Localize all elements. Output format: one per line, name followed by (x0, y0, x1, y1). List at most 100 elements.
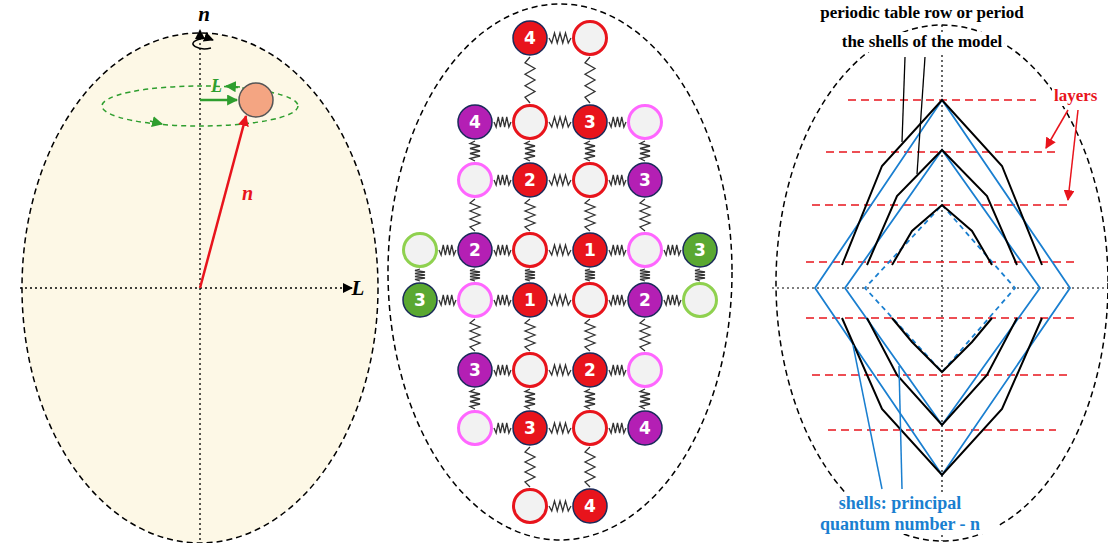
spring (470, 319, 480, 351)
lattice-site: 3 (627, 162, 663, 198)
empty-site (459, 412, 492, 445)
site-outline (513, 163, 547, 197)
spring (585, 319, 595, 351)
spring (525, 141, 535, 161)
shell-number: 3 (627, 162, 663, 198)
vector-label: n (240, 182, 255, 205)
spring (494, 117, 511, 127)
annotation: the shells of the model (840, 32, 1005, 52)
shell-number: 3 (512, 410, 548, 446)
spring (549, 33, 571, 43)
spring (494, 295, 511, 305)
lattice-site: 4 (457, 104, 493, 140)
spring (470, 389, 480, 409)
empty-site (574, 22, 607, 55)
empty-site (514, 106, 547, 139)
empty-site (404, 234, 437, 267)
spring (525, 199, 535, 231)
spring (609, 423, 626, 433)
empty-site (574, 284, 607, 317)
spring (585, 269, 595, 281)
site-outline (573, 233, 607, 267)
spring (494, 423, 511, 433)
spring (549, 501, 571, 511)
spring (549, 117, 571, 127)
empty-site (574, 412, 607, 445)
empty-site (684, 284, 717, 317)
empty-site (514, 234, 547, 267)
site-outline (573, 105, 607, 139)
shell-number: 2 (627, 282, 663, 318)
empty-site (629, 106, 662, 139)
lattice-site: 3 (682, 232, 718, 268)
empty-site (514, 354, 547, 387)
lattice-site: 2 (457, 232, 493, 268)
empty-site (459, 284, 492, 317)
shell-number: 3 (682, 232, 718, 268)
spring (664, 295, 681, 305)
lattice-site: 3 (402, 282, 438, 318)
site-outline (458, 353, 492, 387)
spring (640, 319, 650, 351)
site-outline (628, 283, 662, 317)
empty-site (514, 490, 547, 523)
lattice-panel (388, 4, 732, 540)
shell-number: 1 (572, 232, 608, 268)
shell-number: 2 (572, 352, 608, 388)
spring (609, 245, 626, 255)
lattice-site: 2 (512, 162, 548, 198)
spring (439, 245, 456, 255)
shell-number: 2 (457, 232, 493, 268)
spring (525, 269, 535, 281)
vector-label: L (209, 76, 224, 97)
spring (640, 389, 650, 409)
lattice-site: 3 (457, 352, 493, 388)
spring (585, 447, 595, 487)
lattice-site: 4 (627, 410, 663, 446)
site-outline (628, 163, 662, 197)
shell-number: 2 (512, 162, 548, 198)
shell-number: 1 (512, 282, 548, 318)
site-outline (573, 353, 607, 387)
shell-panel (772, 25, 1108, 541)
spring (585, 199, 595, 231)
empty-site (629, 354, 662, 387)
spring (439, 295, 456, 305)
empty-site (574, 164, 607, 197)
spring (609, 117, 626, 127)
site-outline (458, 233, 492, 267)
spring (549, 423, 571, 433)
spring (470, 269, 480, 281)
shell-number: 3 (457, 352, 493, 388)
spring (525, 389, 535, 409)
spring (695, 269, 705, 281)
spring (585, 57, 595, 103)
spring (585, 141, 595, 161)
shell-number: 4 (457, 104, 493, 140)
annotation: periodic table row or period (818, 3, 1025, 23)
spring (609, 365, 626, 375)
site-outline (458, 105, 492, 139)
spring (494, 365, 511, 375)
lattice-site: 3 (572, 104, 608, 140)
lattice-site: 1 (572, 232, 608, 268)
spring (549, 245, 571, 255)
site-outline (513, 21, 547, 55)
site-outline (513, 411, 547, 445)
shell-number: 4 (512, 20, 548, 56)
empty-site (629, 234, 662, 267)
spring (640, 141, 650, 161)
site-outline (628, 411, 662, 445)
spring (664, 245, 681, 255)
lattice-site: 3 (512, 410, 548, 446)
shell-number: 3 (402, 282, 438, 318)
lattice-site: 2 (572, 352, 608, 388)
lattice-site: 4 (512, 20, 548, 56)
spring (640, 199, 650, 231)
spring (640, 269, 650, 281)
site-outline (573, 489, 607, 523)
annotation: layers (1052, 86, 1099, 106)
shell-number: 4 (572, 488, 608, 524)
vector-panel (20, 30, 378, 543)
